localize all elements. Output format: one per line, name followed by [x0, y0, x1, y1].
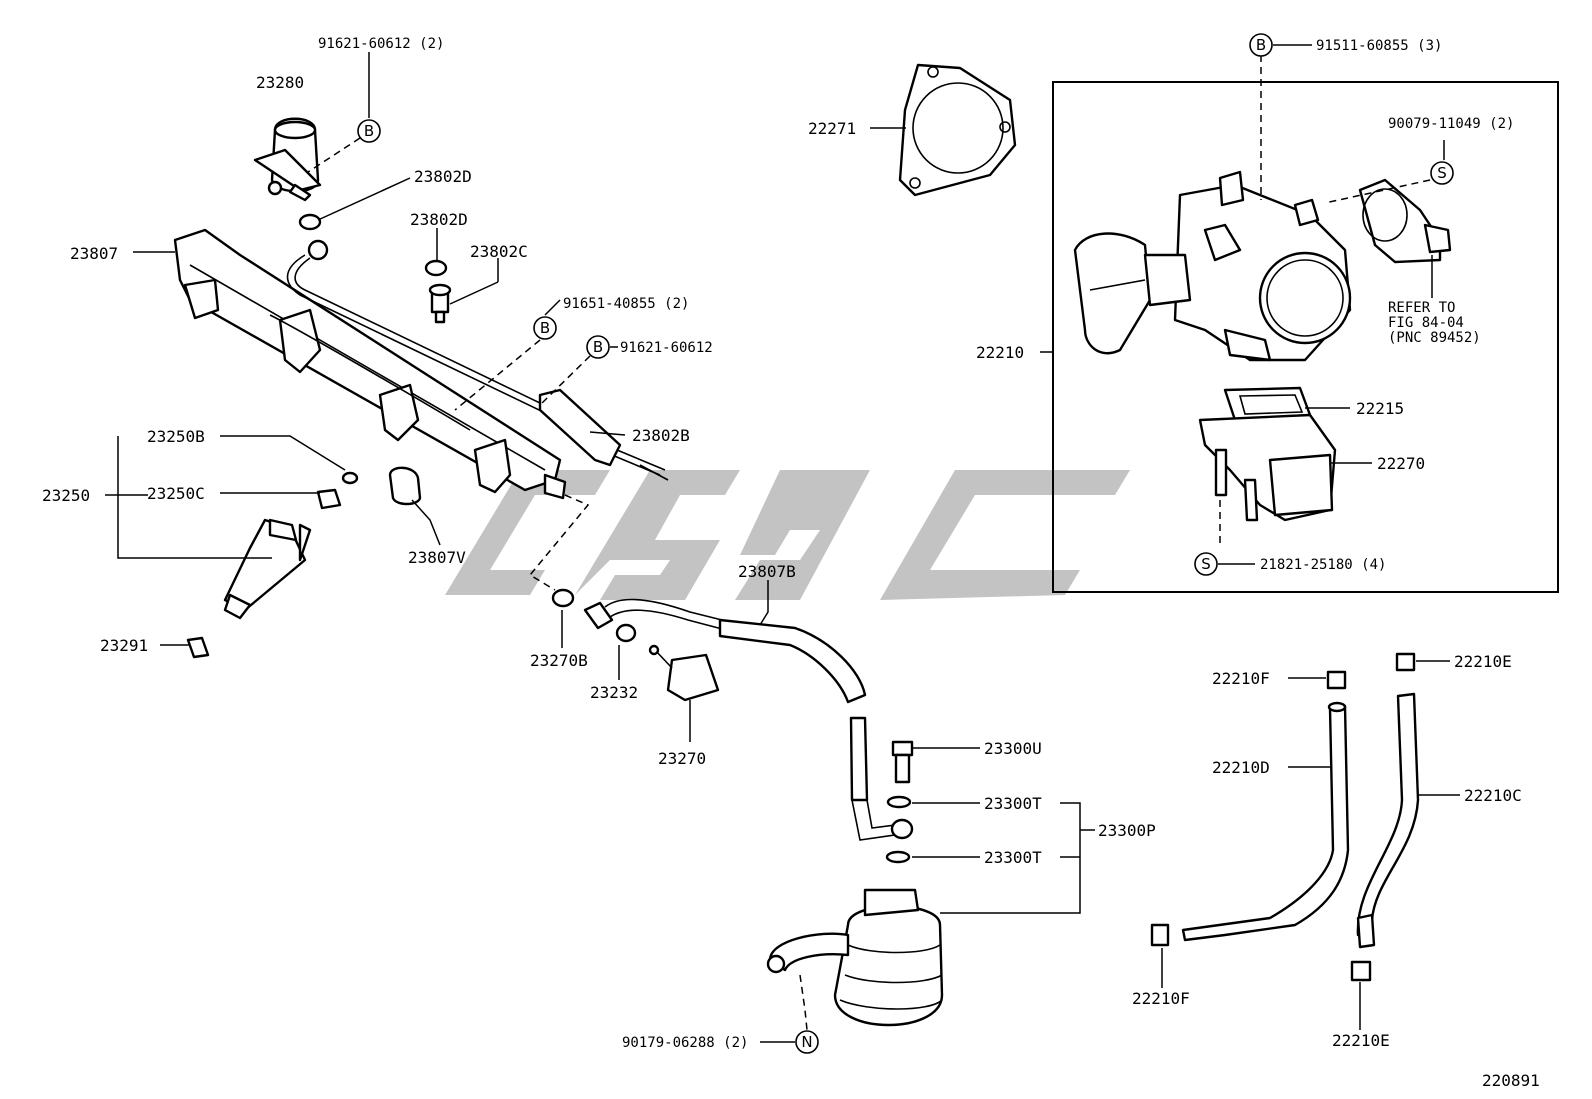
svg-text:B: B: [540, 319, 550, 337]
label-22210F-upper: 22210F: [1212, 669, 1270, 688]
label-91651-40855-2: 91651-40855 (2): [563, 296, 689, 312]
gasket-23300T-lower: [885, 850, 911, 864]
svg-text:S: S: [1437, 164, 1447, 182]
label-23270-lower: 23270: [658, 749, 706, 768]
leader-lines: [105, 44, 1460, 1043]
label-23300P: 23300P: [1098, 821, 1156, 840]
label-22215: 22215: [1356, 399, 1404, 418]
label-22271: 22271: [808, 119, 856, 138]
throttle-body-box: [1052, 81, 1559, 593]
circle-code-S-2: S: [1194, 552, 1218, 576]
label-23280: 23280: [256, 73, 304, 92]
svg-text:B: B: [593, 338, 603, 356]
label-23807B: 23807B: [738, 562, 796, 581]
label-22210E-lower: 22210E: [1332, 1031, 1390, 1050]
label-23807V: 23807V: [408, 548, 466, 567]
label-23807: 23807: [70, 244, 118, 263]
label-91621-60612-2: 91621-60612 (2): [318, 36, 444, 52]
throttle-position-sensor: [1358, 178, 1452, 264]
fuel-hose: [551, 588, 867, 704]
label-23300U: 23300U: [984, 739, 1042, 758]
part-labels: 91621-60612 (2) 23280 23802D 23802D 2380…: [42, 36, 1540, 1090]
pressure-regulator: [253, 117, 322, 202]
label-23300T-upper: 23300T: [984, 794, 1042, 813]
hose-22210C: [1356, 692, 1420, 949]
circle-code-N: N: [795, 1030, 819, 1054]
clip-22210E-upper: [1395, 652, 1416, 672]
label-22210E-upper: 22210E: [1454, 652, 1512, 671]
dashed-screw-90079: [1324, 179, 1431, 204]
svg-text:N: N: [801, 1033, 812, 1051]
label-23802B: 23802B: [632, 426, 690, 445]
label-23250B: 23250B: [147, 427, 205, 446]
insulator-23250C: [316, 488, 342, 510]
label-23802D-lower: 23802D: [410, 210, 468, 229]
watermark-logo: [445, 470, 1130, 600]
circle-code-B-1: B: [357, 119, 381, 143]
label-23802D-upper: 23802D: [414, 167, 472, 186]
dashed-link-rail-hose: [528, 494, 590, 591]
label-22210C: 22210C: [1464, 786, 1522, 805]
circle-code-B-2: B: [533, 316, 557, 340]
clip-22210F-lower: [1150, 923, 1170, 947]
label-90179-06288-2: 90179-06288 (2): [622, 1035, 748, 1051]
fuel-pipe-to-filter: [849, 716, 914, 841]
label-22210: 22210: [976, 343, 1024, 362]
hose-22210D: [1181, 701, 1350, 942]
label-91511-60855-3: 91511-60855 (3): [1316, 38, 1442, 54]
grommet-23807V: [388, 466, 422, 506]
fuel-delivery-pipe: [173, 228, 567, 500]
fuel-pipe: [286, 239, 669, 481]
label-22210F-lower: 22210F: [1132, 989, 1190, 1008]
label-91621-60612: 91621-60612: [620, 340, 713, 356]
insulator-23291: [186, 636, 210, 659]
label-21821-25180-4: 21821-25180 (4): [1260, 557, 1386, 573]
gasket-23300T-upper: [886, 795, 912, 809]
gasket-23802D-lower: [424, 259, 448, 277]
pulsation-damper: [648, 644, 720, 702]
label-23802C: 23802C: [470, 242, 528, 261]
clip-22210E-lower: [1350, 960, 1372, 982]
clip-22210F-upper: [1326, 670, 1347, 690]
label-90079-11049-2: 90079-11049 (2): [1388, 116, 1514, 132]
label-refer-to: REFER TO: [1388, 300, 1455, 316]
label-pnc-89452: (PNC 89452): [1388, 330, 1481, 346]
svg-text:B: B: [364, 122, 374, 140]
idle-speed-control-valve: [1198, 413, 1337, 522]
label-23300T-lower: 23300T: [984, 848, 1042, 867]
fuel-filter: [766, 888, 944, 1041]
diagram-id: 220891: [1482, 1071, 1540, 1090]
label-23250: 23250: [42, 486, 90, 505]
union-bolt-23300U: [891, 740, 914, 784]
o-ring-23250B: [341, 471, 359, 485]
label-fig-84-04: FIG 84-04: [1388, 315, 1464, 331]
svg-text:S: S: [1201, 555, 1211, 573]
throttle-body-gasket: [898, 63, 1017, 197]
svg-text:B: B: [1256, 36, 1266, 54]
label-23250C: 23250C: [147, 484, 205, 503]
fuel-injector: [223, 518, 312, 620]
throttle-body: [1073, 170, 1352, 362]
circle-code-B-4: B: [1249, 33, 1273, 57]
label-23232: 23232: [590, 683, 638, 702]
circle-code-S-1: S: [1430, 161, 1454, 185]
label-23291: 23291: [100, 636, 148, 655]
label-23270B: 23270B: [530, 651, 588, 670]
circle-code-B-3: B: [586, 335, 610, 359]
label-22210D: 22210D: [1212, 758, 1270, 777]
gasket-23802D-upper: [298, 213, 322, 231]
union-bolt-23802C: [428, 283, 452, 324]
label-22270-box: 22270: [1377, 454, 1425, 473]
